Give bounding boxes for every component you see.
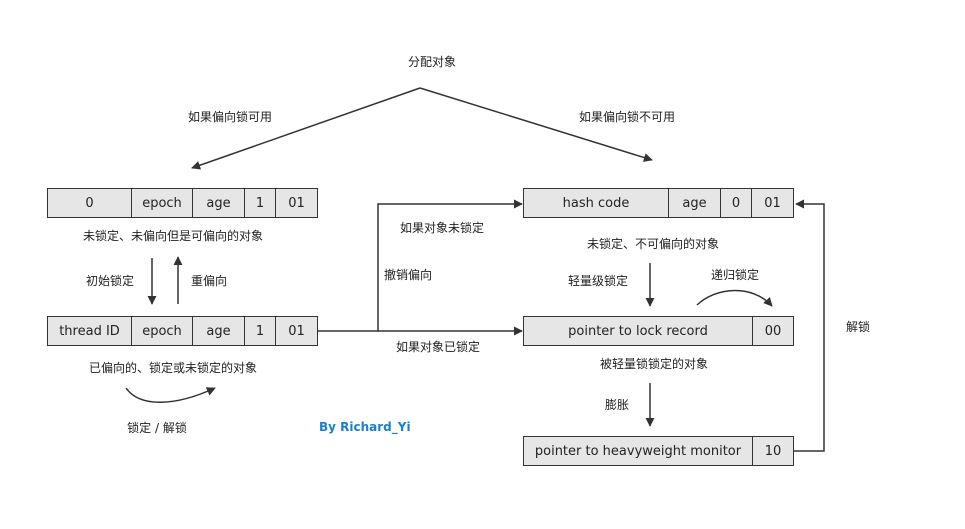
arrow-recursive-lock <box>696 289 773 307</box>
if-unlocked-label: 如果对象未锁定 <box>399 221 485 235</box>
arrow-if-unlocked <box>318 199 523 332</box>
recursive-lock-label: 递归锁定 <box>711 268 760 282</box>
cell-lock-bits: 10 <box>764 443 782 459</box>
cell-epoch: epoch <box>132 317 193 345</box>
cell-thread-id: thread ID <box>48 317 132 345</box>
arrow-lock-unlock <box>125 387 216 403</box>
rebias-label: 重偏向 <box>191 274 228 288</box>
lightweight-locked-header: pointer to lock record 00 <box>523 316 794 346</box>
cell-lock-bits: 00 <box>764 323 782 339</box>
biased-header: thread ID epoch age 1 01 <box>47 316 318 346</box>
cell-lock-bits: 01 <box>288 195 305 211</box>
cell-epoch: epoch <box>132 189 193 217</box>
arrow-to-biasable <box>191 87 421 170</box>
cell-biased-bit: 0 <box>721 189 752 217</box>
heavyweight-locked-header: pointer to heavyweight monitor 10 <box>523 436 794 466</box>
cell-zero: 0 <box>48 189 132 217</box>
lightweight-lock-label: 轻量级锁定 <box>568 274 629 288</box>
inflate-label: 膨胀 <box>605 398 630 412</box>
lightweight-locked-caption: 被轻量锁锁定的对象 <box>599 357 709 371</box>
cell-monitor-pointer: pointer to heavyweight monitor <box>524 437 753 465</box>
cell-age: age <box>193 317 245 345</box>
biasable-unlocked-caption: 未锁定、未偏向但是可偏向的对象 <box>82 229 264 243</box>
cell-biased-bit: 1 <box>245 317 276 345</box>
revoke-bias-label: 撤销偏向 <box>384 268 433 282</box>
arrow-unlock <box>794 199 825 452</box>
lock-unlock-label: 锁定 / 解锁 <box>127 421 187 435</box>
cell-lock-bits: 01 <box>288 323 305 339</box>
allocate-object-label: 分配对象 <box>407 55 457 69</box>
if-locked-label: 如果对象已锁定 <box>395 340 481 354</box>
cell-lock-bits: 01 <box>764 195 781 211</box>
unlock-label: 解锁 <box>846 320 871 334</box>
non-biasable-unlocked-caption: 未锁定、不可偏向的对象 <box>586 237 720 251</box>
arrow-to-non-biasable <box>419 87 653 162</box>
left-branch-label: 如果偏向锁可用 <box>187 110 273 124</box>
cell-hash-code: hash code <box>524 189 669 217</box>
right-branch-label: 如果偏向锁不可用 <box>578 110 676 124</box>
author-credit: By Richard_Yi <box>319 420 411 434</box>
cell-age: age <box>669 189 721 217</box>
biasable-unlocked-header: 0 epoch age 1 01 <box>47 188 318 218</box>
cell-lock-record-pointer: pointer to lock record <box>524 317 753 345</box>
cell-age: age <box>193 189 245 217</box>
non-biasable-unlocked-header: hash code age 0 01 <box>523 188 794 218</box>
biased-caption: 已偏向的、锁定或未锁定的对象 <box>88 361 258 375</box>
cell-biased-bit: 1 <box>245 189 276 217</box>
init-lock-label: 初始锁定 <box>86 274 135 288</box>
